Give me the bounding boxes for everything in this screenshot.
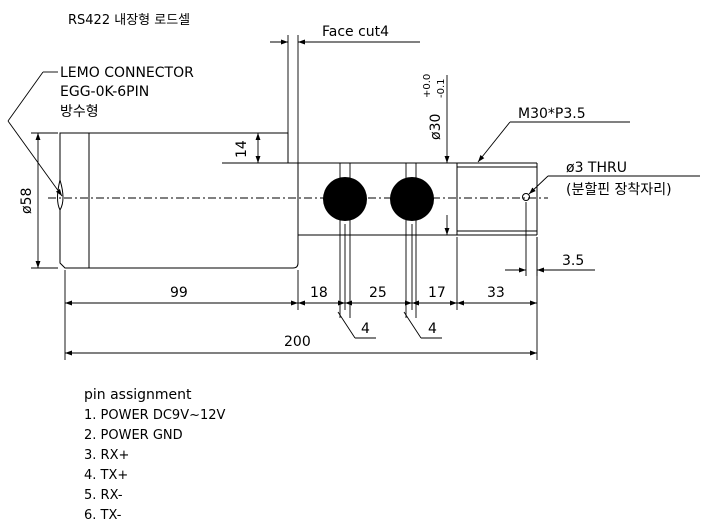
d25-label: 25 — [369, 285, 387, 301]
hole-line1: ø3 THRU — [566, 160, 627, 176]
dia30-tol-lower: -0.1 — [436, 78, 447, 98]
connector-line3: 방수형 — [60, 104, 99, 120]
d4a-label: 4 — [361, 321, 370, 337]
pin-item-3: 3. RX+ — [84, 448, 129, 463]
d35-label: 3.5 — [562, 253, 584, 269]
face-cut-label: Face cut4 — [322, 24, 389, 40]
d17-label: 17 — [428, 285, 446, 301]
pin-item-5: 5. RX- — [84, 488, 123, 503]
gauge-hole-1 — [323, 177, 367, 221]
dia58-label: ø58 — [19, 188, 35, 214]
pin-item-2: 2. POWER GND — [84, 428, 183, 443]
connector-leader — [7, 71, 63, 197]
pin-item-4: 4. TX+ — [84, 468, 128, 483]
connector-line1: LEMO CONNECTOR — [60, 65, 194, 81]
d200-label: 200 — [284, 334, 311, 350]
groove-leaders — [337, 235, 442, 339]
d33-label: 33 — [487, 285, 505, 301]
dimension-chain — [64, 224, 538, 360]
pin-hole — [522, 193, 530, 201]
thread-label: M30*P3.5 — [518, 106, 586, 122]
d99-label: 99 — [170, 285, 188, 301]
hole-leader — [528, 175, 700, 195]
dia30-label: ø30 — [428, 114, 444, 140]
dia58-dimension — [31, 132, 58, 269]
d14-dimension — [222, 132, 296, 164]
connector-line2: EGG-0K-6PIN — [60, 84, 149, 100]
pin-heading: pin assignment — [84, 387, 192, 403]
d14-label: 14 — [234, 140, 250, 158]
thread-leader — [477, 121, 630, 163]
pin-item-6: 6. TX- — [84, 508, 122, 523]
face-cut-dimension — [270, 35, 420, 163]
drawing-title: RS422 내장형 로드셀 — [68, 13, 190, 28]
pin-item-1: 1. POWER DC9V~12V — [84, 408, 226, 423]
dia30-tol-upper: +0.0 — [422, 74, 433, 98]
hole-line2: (분할핀 장착자리) — [566, 182, 672, 198]
d18-label: 18 — [310, 285, 328, 301]
d4b-label: 4 — [428, 321, 437, 337]
gauge-hole-2 — [390, 177, 434, 221]
main-body-outline — [57, 132, 299, 269]
